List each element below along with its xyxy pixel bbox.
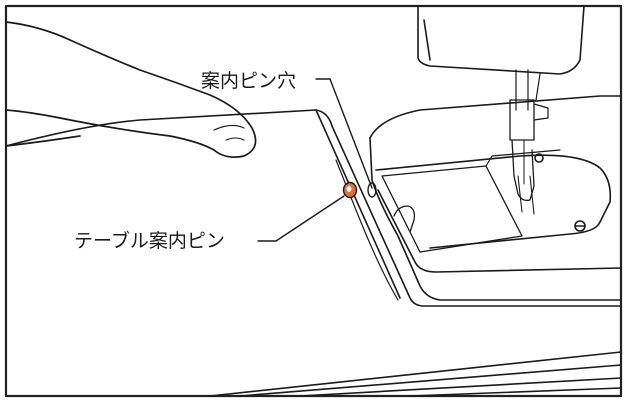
extension-table xyxy=(5,109,622,397)
table-guide-pin xyxy=(342,181,358,199)
figure-frame xyxy=(4,4,623,398)
leader-table-pin xyxy=(257,195,345,242)
hand-illustration xyxy=(5,21,257,158)
table-guide-pin-label: テーブル案内ピン xyxy=(74,230,225,252)
guide-pin-hole-label: 案内ピン穴 xyxy=(201,70,297,92)
machine-head xyxy=(417,5,585,215)
machine-bed xyxy=(367,95,622,301)
leader-guide-hole xyxy=(315,78,373,189)
